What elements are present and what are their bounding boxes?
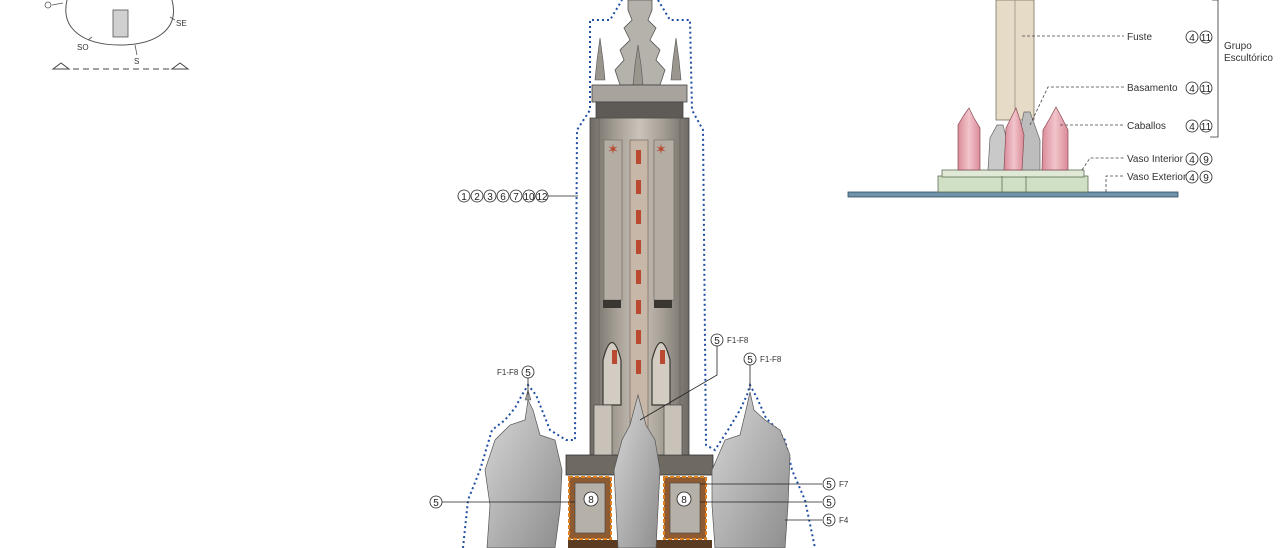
svg-text:4: 4 — [1189, 155, 1195, 166]
star-right-icon: ✶ — [655, 141, 667, 157]
group-label-line2: Escultórico — [1224, 53, 1273, 64]
codes-vaso-exterior: 4 9 — [1185, 170, 1213, 184]
panel-right-num: 8 — [681, 495, 687, 506]
relief-right — [653, 139, 675, 301]
svg-text:3: 3 — [487, 192, 493, 203]
column-codes: 1 2 3 6 7 10 12 — [457, 189, 578, 203]
svg-text:4: 4 — [1189, 122, 1195, 133]
vaso-exterior-shape — [937, 175, 1089, 193]
svg-text:1: 1 — [461, 192, 467, 203]
svg-text:4: 4 — [1189, 84, 1195, 95]
relief-left — [603, 139, 623, 301]
svg-text:5: 5 — [826, 516, 832, 527]
horse-left — [484, 398, 563, 548]
svg-text:2: 2 — [474, 192, 480, 203]
svg-text:F1-F8: F1-F8 — [497, 368, 519, 377]
pinnacle-left — [594, 37, 606, 81]
svg-text:4: 4 — [1189, 173, 1195, 184]
horse-pink-1 — [957, 107, 981, 171]
svg-text:11: 11 — [1201, 33, 1212, 44]
codes-basamento: 4 11 — [1185, 81, 1213, 95]
label-vaso-interior: Vaso Interior — [1127, 154, 1184, 165]
codes-caballos: 4 11 — [1185, 119, 1213, 133]
arch-right — [651, 341, 671, 406]
callout-left: F1-F8 5 — [497, 365, 535, 395]
callout-f7: 5 F7 — [700, 477, 849, 491]
callout-top-right: 5 F1-F8 — [639, 333, 749, 421]
codes-vaso-interior: 4 9 — [1185, 152, 1213, 166]
main-elevation: ✶ ✶ 8 8 1 2 — [429, 0, 849, 548]
svg-text:9: 9 — [1203, 173, 1209, 184]
side-elevation: Fuste Basamento Caballos Vaso Interior V… — [847, 0, 1273, 198]
compass-label-s: S — [134, 57, 139, 66]
label-basamento: Basamento — [1127, 83, 1178, 94]
horse-pink-3 — [1041, 106, 1069, 171]
svg-text:F4: F4 — [839, 516, 849, 525]
callout-mid-right: 5 — [700, 495, 836, 509]
svg-text:F7: F7 — [839, 480, 849, 489]
center-sculpture — [613, 393, 661, 548]
svg-text:5: 5 — [826, 480, 832, 491]
svg-text:11: 11 — [1201, 84, 1212, 95]
compass-label-so: SO — [77, 43, 89, 52]
compass-label-se: SE — [176, 19, 187, 28]
cornice — [591, 84, 688, 103]
horse-pink-2 — [1003, 107, 1025, 171]
callout-right: 5 F1-F8 — [743, 352, 782, 390]
svg-text:F1-F8: F1-F8 — [760, 355, 782, 364]
vaso-interior-shape — [941, 169, 1085, 178]
svg-text:6: 6 — [500, 192, 506, 203]
callout-f4: 5 F4 — [785, 513, 849, 527]
svg-text:9: 9 — [1203, 155, 1209, 166]
brick-marks — [636, 150, 641, 374]
group-bracket — [1210, 0, 1219, 138]
callout-far-left: 5 — [429, 495, 575, 509]
section-arrow-left-icon — [51, 62, 71, 70]
codes-fuste: 4 11 — [1185, 30, 1213, 44]
svg-text:7: 7 — [513, 192, 519, 203]
star-left-icon: ✶ — [607, 141, 619, 157]
group-label-line1: Grupo — [1224, 41, 1252, 52]
plan-marker-icon — [44, 1, 52, 9]
svg-text:5: 5 — [826, 498, 832, 509]
section-arrow-right-icon — [170, 62, 190, 70]
svg-text:5: 5 — [714, 336, 720, 347]
ground-base — [847, 191, 1179, 198]
label-vaso-exterior: Vaso Exterior — [1127, 172, 1187, 183]
label-fuste: Fuste — [1127, 32, 1152, 43]
svg-text:4: 4 — [1189, 33, 1195, 44]
orientation-plan: SE SO S — [44, 0, 190, 70]
pinnacle-right — [670, 37, 682, 81]
svg-text:F1-F8: F1-F8 — [727, 336, 749, 345]
svg-text:5: 5 — [433, 498, 439, 509]
label-caballos: Caballos — [1127, 121, 1166, 132]
svg-text:10: 10 — [523, 192, 535, 203]
horse-right — [711, 391, 791, 548]
panel-left-num: 8 — [588, 495, 594, 506]
svg-text:5: 5 — [525, 368, 531, 379]
svg-text:12: 12 — [536, 192, 548, 203]
svg-text:5: 5 — [747, 355, 753, 366]
svg-text:11: 11 — [1201, 122, 1212, 133]
plan-pedestal-icon — [112, 9, 129, 38]
